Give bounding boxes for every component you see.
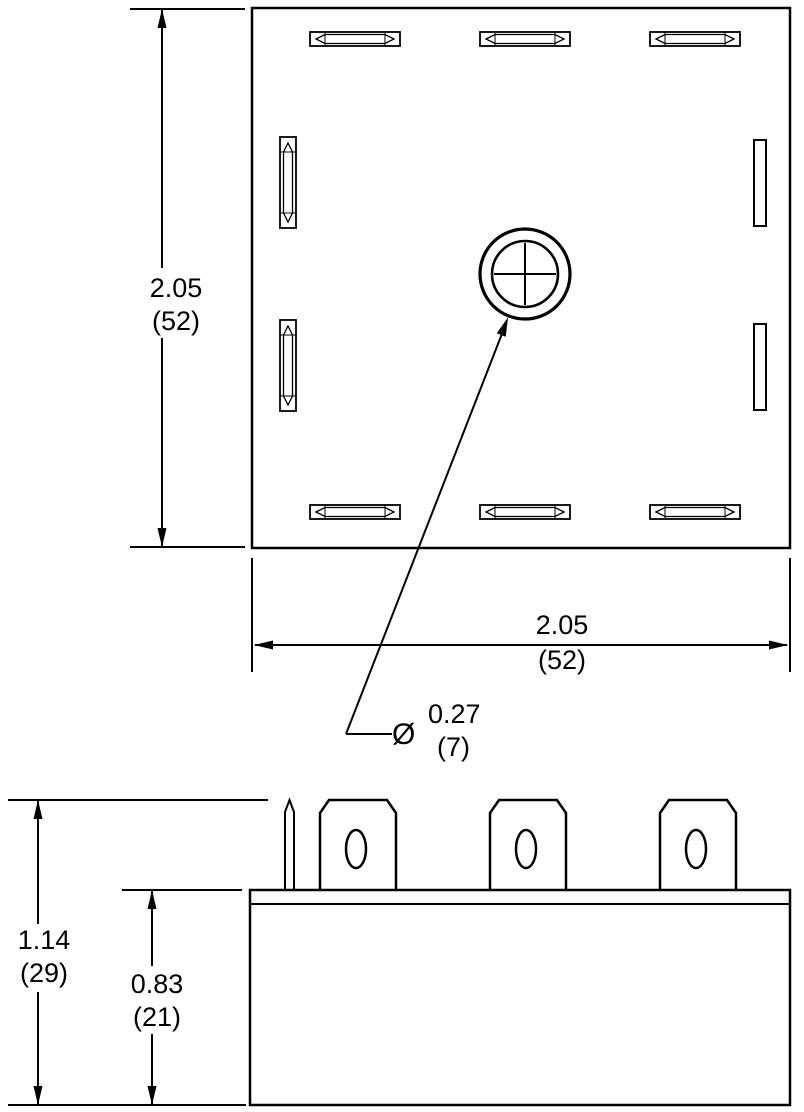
vent-slot-top-2 [479, 31, 571, 47]
vent-slot-left-1 [279, 136, 297, 229]
diameter-symbol: Ø [392, 718, 415, 751]
terminal-3 [658, 798, 738, 890]
leader-arrow-icon [496, 317, 509, 337]
dim-case-height-in: 0.83 [131, 969, 184, 999]
dim-case-height: 0.83 (21) [121, 889, 242, 1105]
hole-crosshair [494, 243, 556, 305]
arrow-down-icon [157, 528, 167, 547]
side-view [248, 797, 792, 1107]
vent-slot-bottom-1 [309, 504, 401, 520]
arrow-left-icon [254, 640, 273, 650]
arrow-right-icon [769, 640, 788, 650]
arrow-up-icon [33, 800, 43, 819]
terminal-1 [318, 798, 398, 890]
vent-slot-bottom-3 [649, 504, 741, 520]
vent-slot-top-3 [649, 31, 741, 47]
terminal-1-slot [344, 828, 368, 870]
case-outline [248, 888, 792, 1107]
dim-top-view-width-in: 2.05 [536, 610, 589, 640]
vent-slot-right-2 [753, 323, 767, 411]
dim-top-view-height-mm: (52) [152, 306, 200, 336]
hole-diameter-mm: (7) [437, 732, 470, 762]
arrow-down-icon [147, 1086, 157, 1105]
dim-overall-height-mm: (29) [20, 958, 68, 988]
dim-overall-height: 1.14 (29) [8, 799, 268, 1106]
arrow-up-icon [157, 9, 167, 28]
top-view [250, 6, 792, 550]
dim-top-view-height: 2.05 (52) [130, 8, 245, 548]
mounting-hole [478, 227, 572, 321]
arrow-down-icon [33, 1086, 43, 1105]
vent-slot-top-1 [309, 31, 401, 47]
dim-top-view-height-in: 2.05 [150, 273, 203, 303]
hole-diameter-in: 0.27 [428, 699, 481, 729]
hole-diameter-leader: Ø 0.27 (7) [345, 317, 509, 762]
terminal-2 [488, 798, 568, 890]
dim-top-view-width-mm: (52) [538, 645, 586, 675]
terminal-2-slot [514, 828, 538, 870]
top-view-outline [250, 6, 792, 550]
flat-pin [284, 797, 295, 891]
dim-case-height-mm: (21) [133, 1002, 181, 1032]
arrow-up-icon [147, 890, 157, 909]
vent-slot-left-2 [279, 319, 297, 412]
dim-top-view-width: 2.05 (52) [251, 558, 791, 675]
dim-overall-height-in: 1.14 [18, 925, 71, 955]
vent-slot-bottom-2 [479, 504, 571, 520]
vent-slot-right-1 [753, 139, 767, 227]
terminal-3-slot [684, 828, 708, 870]
